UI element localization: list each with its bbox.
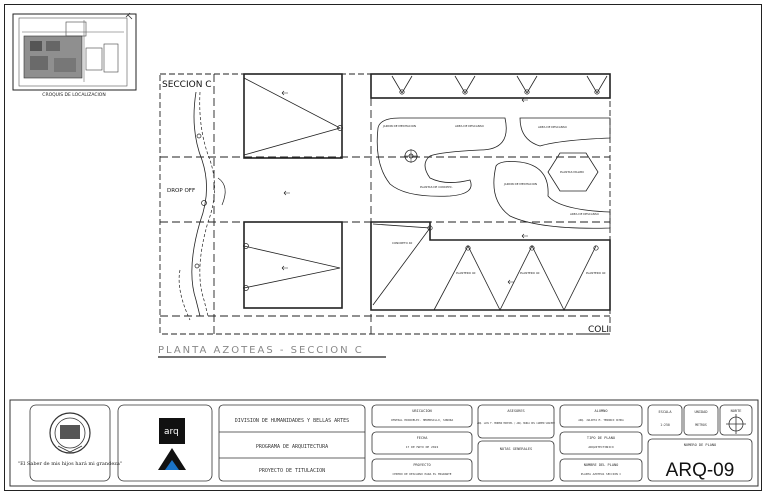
proyecto-header: PROYECTO: [413, 463, 430, 467]
logo-text: arq: [164, 427, 179, 437]
room-label: JARDIN DE MEDITACION: [382, 124, 416, 128]
north-arrow-icon: [125, 12, 133, 20]
drawing-sheet: [4, 4, 762, 491]
room-label: PLANTERO 40: [456, 271, 476, 275]
asesores-value: ARQ. LUIS F. MORENO MONTIEL / ARQ. MARIA…: [477, 422, 555, 425]
location-map: CROQUIS DE LOCALIZACION: [12, 12, 137, 98]
unidad-value: METROS: [695, 423, 707, 427]
room-label: PLANTAS MALIBU: [560, 170, 584, 174]
ubicacion-header: UBICACION: [412, 409, 431, 413]
nombre-plano-header: NOMBRE DEL PLANO: [584, 463, 619, 467]
escala-header: ESCALA: [659, 410, 673, 414]
notas-header: NOTAS GENERALES: [500, 447, 532, 451]
proyecto-value: CENTRO DE DESCANSO PARA EL MIGRANTE: [393, 472, 452, 476]
fecha-header: FECHA: [417, 436, 429, 440]
section-label-bottom: COLI: [588, 325, 609, 335]
room-labels: JARDIN DE MEDITACION AREA DE DESCANSO AR…: [382, 124, 606, 275]
fecha-value: 17 DE MAYO DE 2022: [406, 445, 439, 449]
plan-title: PLANTA AZOTEAS - SECCION C: [158, 345, 364, 356]
room-label: JARDIN DE MEDITACION: [503, 182, 537, 186]
nombre-plano-value: PLANTA AZOTEAS SECCION C: [581, 472, 622, 476]
room-label: PLANTERO 40: [586, 271, 606, 275]
project-type-text: PROYECTO DE TITULACION: [259, 468, 325, 474]
location-map-caption: CROQUIS DE LOCALIZACION: [42, 92, 105, 98]
alumno-header: ALUMNO: [595, 409, 608, 413]
room-label: PLANTERO 40: [520, 271, 540, 275]
room-label: PLANTAS DE CONCEPC.: [420, 185, 453, 189]
room-label: AREA DE DESCANSO: [570, 212, 600, 216]
university-motto: "El Saber de mis hijos hará mi grandeza": [18, 460, 122, 467]
sheet-number: ARQ-09: [666, 460, 735, 481]
unidad-header: UNIDAD: [695, 410, 708, 414]
program-text: PROGRAMA DE ARQUITECTURA: [256, 444, 328, 450]
division-text: DIVISION DE HUMANIDADES Y BELLAS ARTES: [235, 418, 349, 424]
alumno-value: ARQ. JULIETA M. TENORIO OCHOA: [578, 418, 624, 422]
room-label: AREA DE DESCANSO: [538, 125, 568, 129]
norte-header: NORTE: [731, 409, 742, 413]
section-label-top: SECCION C: [162, 80, 212, 90]
drop-off-label: DROP OFF: [167, 188, 195, 194]
escala-value: 1:250: [660, 423, 670, 427]
title-block: [9, 399, 759, 487]
roof-plan: [159, 73, 611, 335]
tipo-plano-value: ARQUITECTONICO: [588, 445, 613, 449]
asesores-header: ASESORES: [507, 409, 524, 413]
numero-plano-header: NUMERO DE PLANO: [684, 443, 716, 447]
ubicacion-value: CENTRAL HIDROELEC. HERMOSILLO, SONORA: [391, 418, 454, 422]
room-label: AREA DE DESCANSO: [455, 124, 485, 128]
tipo-plano-header: TIPO DE PLANO: [587, 436, 615, 440]
room-label: CONCRETO 40: [392, 241, 412, 245]
